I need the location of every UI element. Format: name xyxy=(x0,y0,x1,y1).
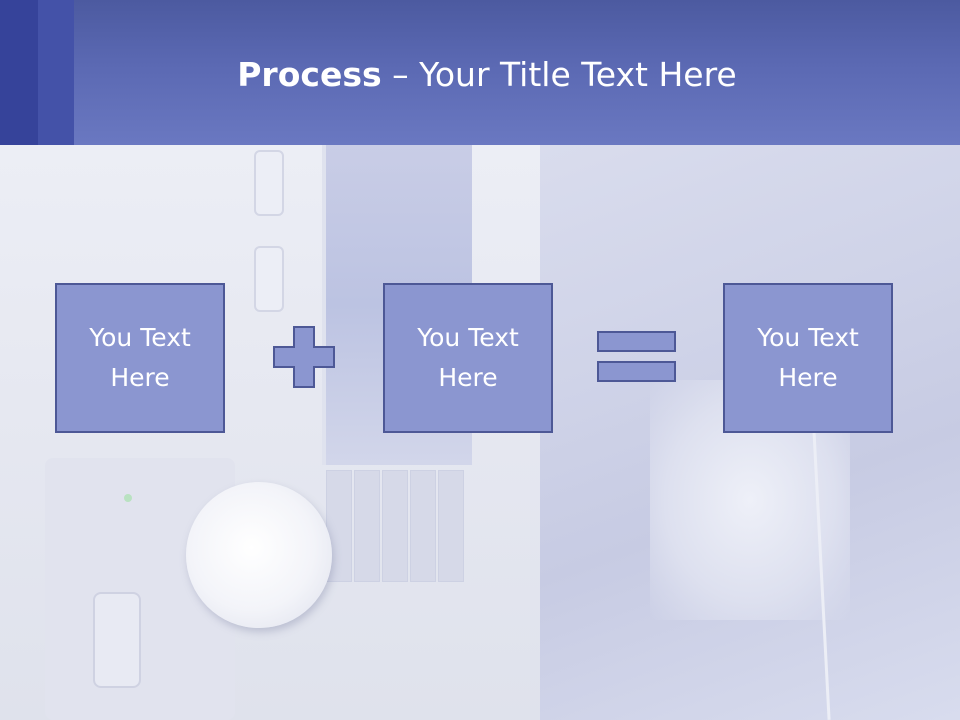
slide-title-bold: Process xyxy=(237,55,382,94)
background-status-led xyxy=(124,494,132,502)
process-box-3[interactable]: You Text Here xyxy=(723,283,893,433)
background-monitor-keys xyxy=(326,470,468,585)
process-box-2[interactable]: You Text Here xyxy=(383,283,553,433)
background-power-icon xyxy=(93,592,141,688)
process-box-label: You Text Here xyxy=(89,323,191,392)
title-bar: Process – Your Title Text Here xyxy=(0,0,960,145)
background-button xyxy=(254,150,284,216)
plus-icon xyxy=(273,326,335,388)
slide-title[interactable]: Process – Your Title Text Here xyxy=(74,55,900,95)
process-box-label: You Text Here xyxy=(757,323,859,392)
title-bar-accent xyxy=(0,0,38,145)
title-bar-accent xyxy=(38,0,74,145)
background-knob xyxy=(186,482,332,628)
background-button xyxy=(254,246,284,312)
slide-title-rest: – Your Title Text Here xyxy=(381,55,737,94)
process-box-label: You Text Here xyxy=(417,323,519,392)
process-box-1[interactable]: You Text Here xyxy=(55,283,225,433)
equals-icon xyxy=(597,331,676,382)
